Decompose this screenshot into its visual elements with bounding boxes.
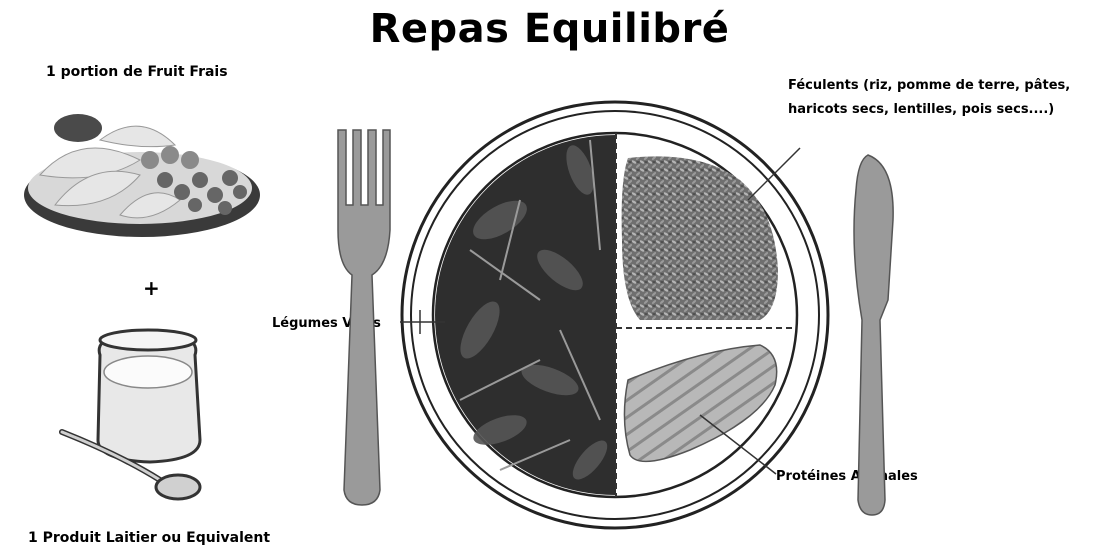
fork-illustration bbox=[338, 130, 390, 505]
fruit-platter-illustration bbox=[24, 114, 260, 237]
dairy-illustration bbox=[62, 330, 200, 499]
knife-illustration bbox=[854, 155, 893, 515]
